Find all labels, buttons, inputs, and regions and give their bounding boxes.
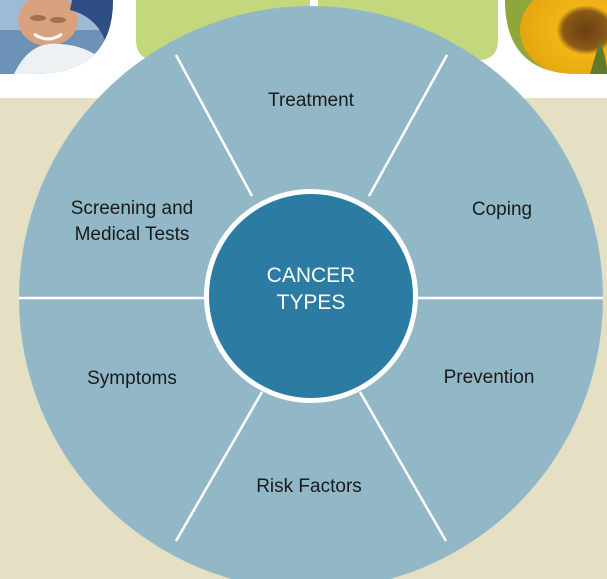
segment-label: Risk Factors <box>256 476 362 497</box>
segment-screening[interactable]: Screening and Medical Tests <box>42 196 222 248</box>
segment-coping[interactable]: Coping <box>432 197 572 223</box>
segment-label-line2: Medical Tests <box>74 224 190 245</box>
segment-risk-factors[interactable]: Risk Factors <box>229 474 389 500</box>
segment-label-line1: Screening and <box>70 198 194 219</box>
divider-line <box>358 391 448 542</box>
center-hub[interactable] <box>209 194 413 398</box>
segment-treatment[interactable]: Treatment <box>211 88 411 114</box>
segment-symptoms[interactable]: Symptoms <box>62 366 202 392</box>
segment-label: Prevention <box>443 367 535 388</box>
segment-prevention[interactable]: Prevention <box>414 365 564 391</box>
segment-label: Treatment <box>268 90 354 111</box>
segment-label: Coping <box>471 199 533 220</box>
topic-wheel <box>19 6 603 579</box>
segment-label: Symptoms <box>87 368 177 389</box>
divider-line <box>174 391 264 542</box>
man-photo <box>0 0 113 74</box>
divider-line <box>174 54 254 197</box>
divider-line <box>367 54 449 197</box>
banner-gap <box>310 0 318 10</box>
